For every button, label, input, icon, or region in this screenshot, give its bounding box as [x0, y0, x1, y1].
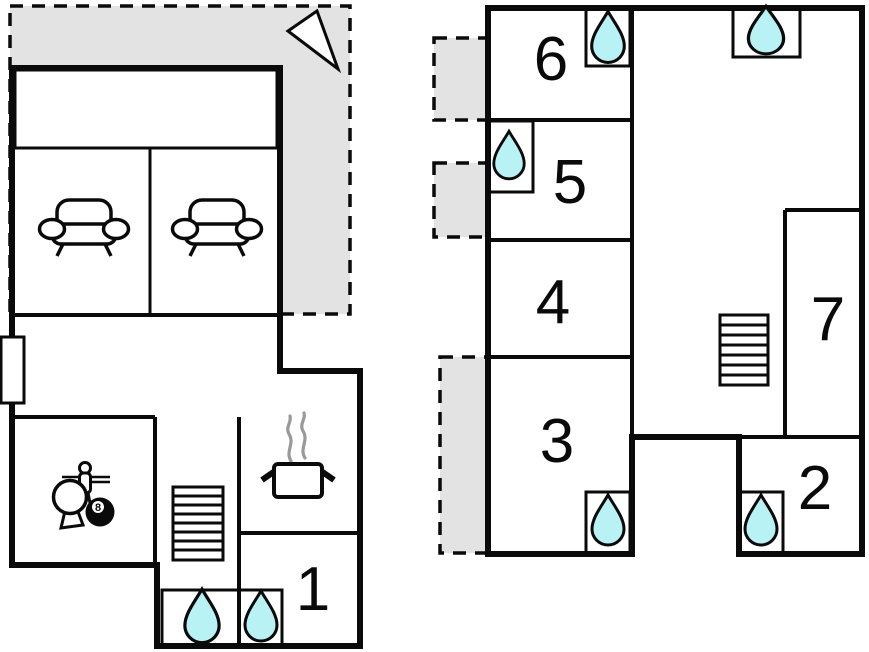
room-7-label: 7: [811, 285, 845, 354]
game-room-icons: 8: [51, 461, 115, 530]
stairs-upper-icon: [718, 313, 770, 387]
lower-floor: 8 1: [0, 4, 363, 649]
window-icon: [0, 335, 26, 405]
room-1-label: 1: [296, 555, 330, 624]
room-3-label: 3: [540, 407, 574, 476]
outdoor-box-top: [432, 36, 489, 122]
shower-box-room5: [486, 119, 535, 194]
north-arrow-icon: [285, 8, 342, 74]
room-5-label: 5: [553, 148, 587, 217]
room-2-label: 2: [798, 454, 832, 523]
shower-box-room2: [737, 490, 785, 555]
shower-box-room3: [584, 490, 632, 555]
stairs-lower-icon: [171, 485, 225, 562]
room-4-label: 4: [536, 268, 570, 337]
balcony-strip: [13, 68, 279, 150]
shower-box-room6: [584, 6, 632, 68]
stove-icon: [260, 411, 336, 499]
billiard-8ball-icon: 8: [85, 497, 115, 527]
room-6-label: 6: [534, 25, 568, 94]
outdoor-box-bottom: [438, 355, 489, 555]
outdoor-box-middle: [432, 161, 489, 239]
upper-floor: 6 5 4 3 7 2: [432, 4, 865, 557]
billiard-8ball-label: 8: [95, 502, 101, 514]
bathroom-box: [160, 588, 284, 648]
table-tennis-icon: [51, 478, 89, 530]
